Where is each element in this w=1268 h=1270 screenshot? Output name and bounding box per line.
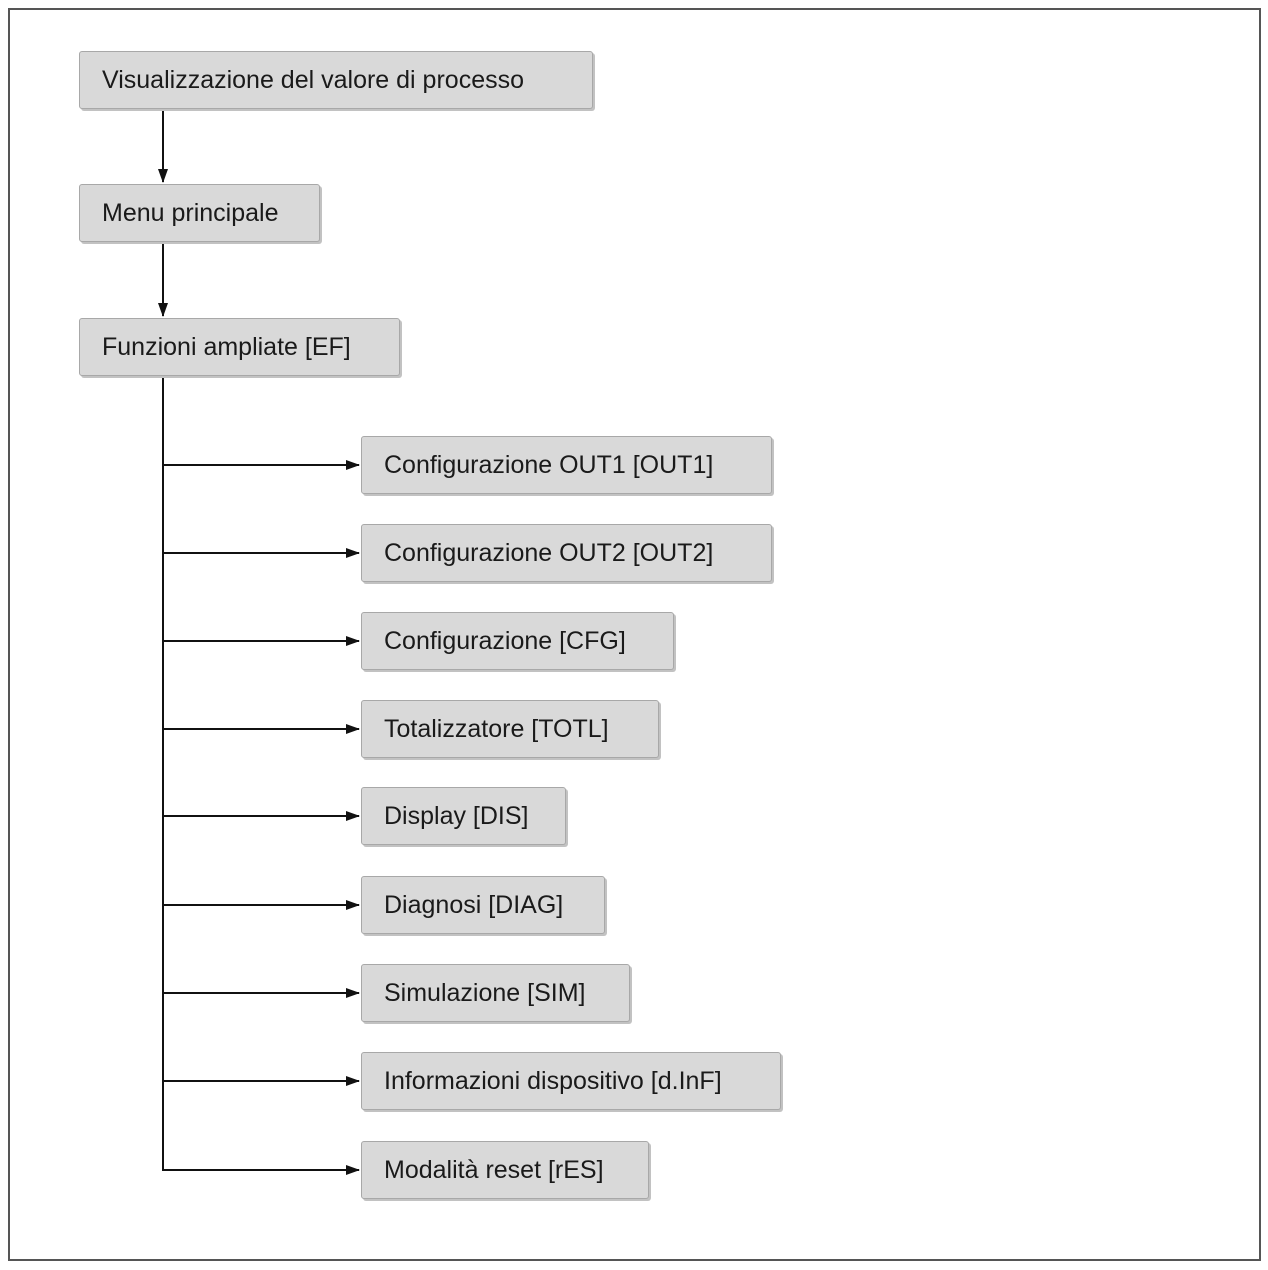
node-label: Visualizzazione del valore di processo xyxy=(102,65,524,94)
node-label: Informazioni dispositivo [d.InF] xyxy=(384,1066,722,1095)
node-label: Configurazione [CFG] xyxy=(384,626,626,655)
node-label: Simulazione [SIM] xyxy=(384,978,586,1007)
node-process-value-display[interactable]: Visualizzazione del valore di processo xyxy=(79,51,593,109)
node-label: Configurazione OUT2 [OUT2] xyxy=(384,538,714,567)
node-label: Modalità reset [rES] xyxy=(384,1155,604,1184)
node-label: Display [DIS] xyxy=(384,801,529,830)
node-reset-mode[interactable]: Modalità reset [rES] xyxy=(361,1141,649,1199)
node-config-out2[interactable]: Configurazione OUT2 [OUT2] xyxy=(361,524,772,582)
node-config-cfg[interactable]: Configurazione [CFG] xyxy=(361,612,674,670)
node-label: Configurazione OUT1 [OUT1] xyxy=(384,450,714,479)
node-label: Menu principale xyxy=(102,198,279,227)
node-label: Totalizzatore [TOTL] xyxy=(384,714,609,743)
node-diagnosis[interactable]: Diagnosi [DIAG] xyxy=(361,876,605,934)
node-display[interactable]: Display [DIS] xyxy=(361,787,566,845)
node-device-info[interactable]: Informazioni dispositivo [d.InF] xyxy=(361,1052,781,1110)
node-totalizer[interactable]: Totalizzatore [TOTL] xyxy=(361,700,659,758)
node-simulation[interactable]: Simulazione [SIM] xyxy=(361,964,630,1022)
node-label: Diagnosi [DIAG] xyxy=(384,890,564,919)
node-config-out1[interactable]: Configurazione OUT1 [OUT1] xyxy=(361,436,772,494)
node-main-menu[interactable]: Menu principale xyxy=(79,184,320,242)
diagram-frame xyxy=(8,8,1261,1261)
node-label: Funzioni ampliate [EF] xyxy=(102,332,351,361)
node-extended-functions[interactable]: Funzioni ampliate [EF] xyxy=(79,318,400,376)
